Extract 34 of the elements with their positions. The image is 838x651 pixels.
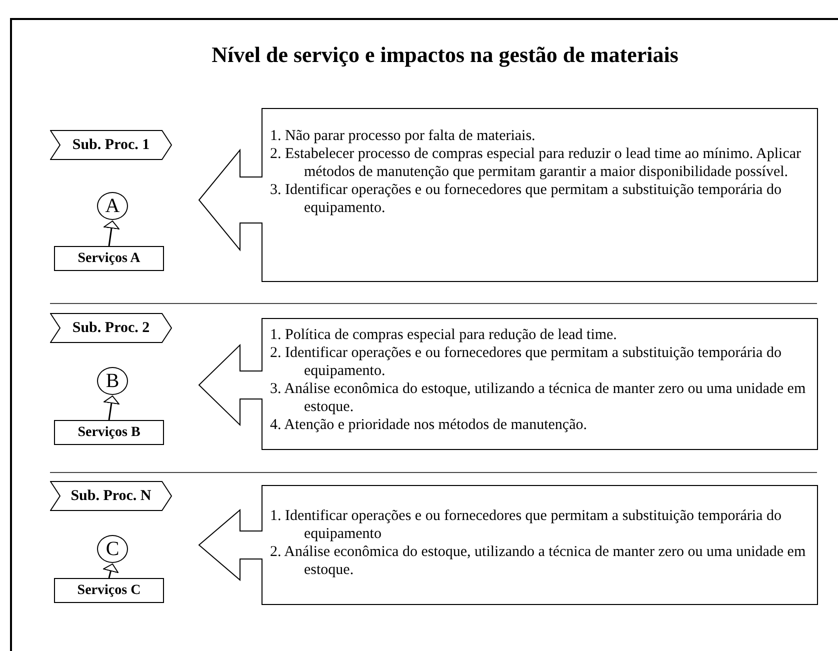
arrow [103,564,119,578]
chevron-shape [50,481,172,511]
node-label: Serviços C [77,582,141,598]
node-label: Sub. Proc. N [70,488,152,504]
title: Nível de serviço e impactos na gestão de materiais [210,42,680,68]
list-item: 1. Não parar processo por falta de materiais. [270,127,536,145]
list-item: 3. Análise econômica do estoque, utilizando a técnica de manter zero ou uma unidade em estoque. [270,380,807,416]
node-label: Sub. Proc. 1 [72,136,150,154]
circle-node [97,535,128,563]
list-item: 3. Identificar operações e ou fornecedores que permitam a substituição temporária do equipamento. [270,181,782,217]
label-box [54,420,164,445]
arrow-callout-box [198,318,818,450]
list-item: 1. Política de compras especial para redução de lead time. [270,326,618,344]
arrow [104,396,120,420]
circle-node [97,367,128,395]
list-item: 1. Identificar operações e ou fornecedores que permitam a substituição temporária do equipamento [270,507,782,543]
list-item: 2. Estabelecer processo de compras especial para reduzir o lead time ao mínimo. Aplicar métodos de manutenção que permitam garantir a maior disponibilidade possível. [270,145,802,181]
label-box [54,246,164,271]
node-label: B [106,370,120,392]
circle-node [97,192,128,220]
node-label: C [106,538,120,560]
arrow-callout-box [198,485,818,605]
node-label: Sub. Proc. 2 [72,320,150,336]
chevron-shape [50,313,172,343]
chevron-shape [50,130,172,160]
list-item: 2. Análise econômica do estoque, utilizando a técnica de manter zero ou uma unidade em estoque. [270,543,807,579]
arrow-callout-box [198,108,818,282]
node-label: Serviços A [78,250,140,266]
label-box [54,578,164,603]
arrow [104,220,120,246]
list-item: 2. Identificar operações e ou fornecedores que permitam a substituição temporária do equipamento. [270,344,782,380]
list-item: 4. Atenção e prioridade nos métodos de manutenção. [270,416,588,434]
node-label: Serviços B [78,424,140,440]
node-label: A [105,194,120,218]
